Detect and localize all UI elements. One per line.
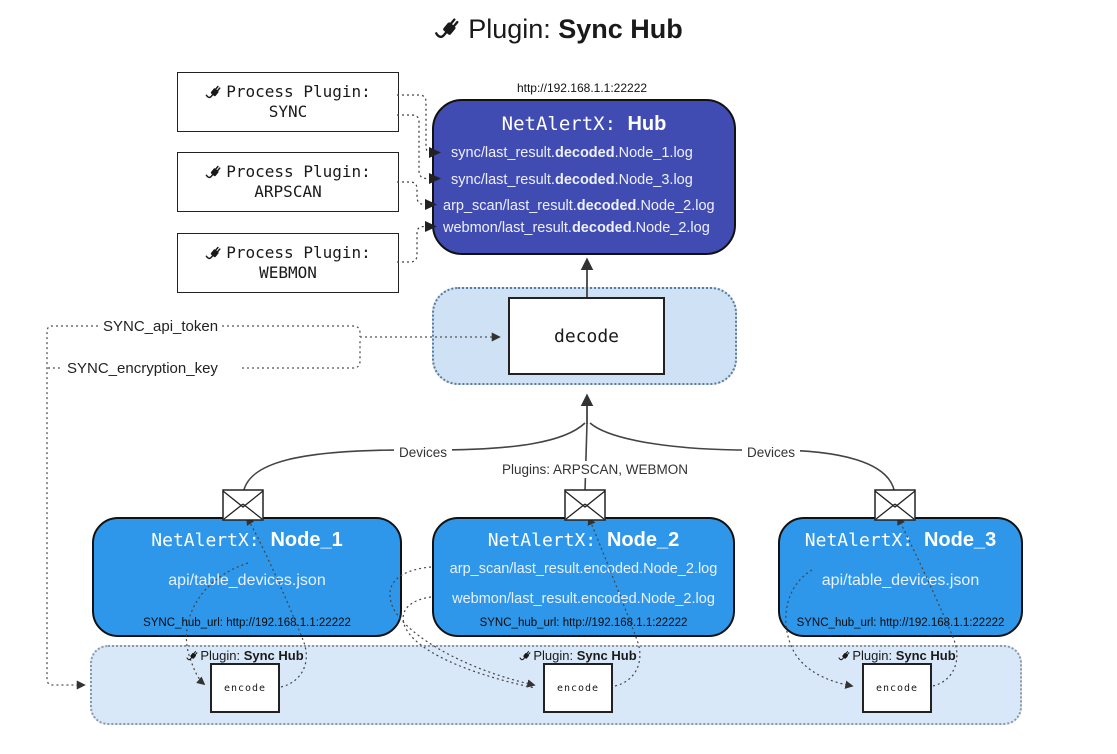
process-plugin-label: Process Plugin:	[226, 82, 371, 101]
connector-webmon-to-line4	[397, 225, 425, 263]
plug-icon	[205, 83, 224, 102]
encode-section-label: Plugin: Sync Hub	[170, 648, 320, 663]
hub-log-line: sync/last_result.decoded.Node_3.log	[451, 172, 693, 188]
encode-label-prefix: Plugin:	[533, 648, 577, 663]
node-title-name: Node_2	[606, 529, 680, 551]
encode-label-prefix: Plugin:	[200, 648, 244, 663]
process-plugin-label: Process Plugin:	[226, 243, 371, 262]
process-plugin-box-webmon: Process Plugin: WEBMON	[177, 233, 399, 293]
connector-sync-to-line2	[397, 114, 428, 180]
process-plugin-name: SYNC	[268, 102, 308, 121]
page-title: Plugin: Sync Hub	[0, 14, 1117, 45]
hub-title-prefix: NetAlertX:	[501, 113, 628, 135]
encode-box-2: encode	[543, 663, 613, 713]
decode-box: decode	[508, 297, 665, 375]
plug-icon	[205, 244, 224, 263]
connector-api-token-right	[222, 325, 361, 337]
process-plugin-box-arpscan: Process Plugin: ARPSCAN	[177, 152, 399, 212]
sync-encryption-key-label: SYNC_encryption_key	[64, 360, 221, 377]
node-1-box: NetAlertX: Node_1 api/table_devices.json…	[92, 517, 402, 637]
encode-box-1: encode	[210, 663, 280, 713]
node-title-prefix: NetAlertX:	[487, 530, 607, 551]
hub-box: NetAlertX: Hub sync/last_result.decoded.…	[432, 99, 736, 255]
connector-enc-key-right	[242, 339, 361, 369]
node-3-box: NetAlertX: Node_3 api/table_devices.json…	[778, 517, 1023, 637]
node-hub-url: SYNC_hub_url: http://192.168.1.1:22222	[796, 617, 1005, 629]
connector-key-to-encode-band	[46, 325, 98, 690]
page-title-name: Sync Hub	[558, 14, 683, 44]
edge-label-plugins: Plugins: ARPSCAN, WEBMON	[497, 461, 694, 478]
hub-title-name: Hub	[627, 113, 667, 135]
node-file-line: api/table_devices.json	[821, 572, 980, 589]
hub-url: http://192.168.1.1:22222	[516, 81, 648, 95]
hub-log-line: sync/last_result.decoded.Node_1.log	[451, 145, 693, 161]
edge-label-devices-left: Devices	[394, 444, 453, 461]
connector-arpscan-to-line3	[397, 181, 425, 206]
encode-section-label: Plugin: Sync Hub	[503, 648, 653, 663]
process-plugin-name: ARPSCAN	[254, 182, 322, 201]
node-title-name: Node_3	[923, 529, 997, 551]
plug-icon	[186, 649, 200, 663]
page-title-prefix: Plugin:	[468, 14, 559, 44]
encode-label-name: Sync Hub	[576, 648, 637, 663]
envelope-icon	[564, 489, 606, 521]
encode-box-3: encode	[862, 663, 932, 713]
node-file-line: webmon/last_result.encoded.Node_2.log	[452, 591, 715, 607]
node-hub-url: SYNC_hub_url: http://192.168.1.1:22222	[143, 617, 351, 629]
edge-label-devices-right: Devices	[742, 444, 801, 461]
plug-icon	[519, 649, 533, 663]
node-file-line: api/table_devices.json	[168, 572, 326, 589]
connector-sync-to-line1	[397, 94, 430, 154]
sync-api-token-label: SYNC_api_token	[100, 318, 222, 335]
node-title-prefix: NetAlertX:	[804, 530, 924, 551]
node-2-box: NetAlertX: Node_2 arp_scan/last_result.e…	[432, 517, 735, 637]
envelope-icon	[222, 489, 264, 521]
hub-log-line: webmon/last_result.decoded.Node_2.log	[443, 220, 710, 236]
envelope-icon	[874, 489, 916, 521]
encode-label-prefix: Plugin:	[852, 648, 896, 663]
hub-log-line: arp_scan/last_result.decoded.Node_2.log	[443, 198, 715, 214]
encode-label-name: Sync Hub	[243, 648, 304, 663]
connector-node2-plugins	[584, 422, 588, 492]
encode-label-name: Sync Hub	[895, 648, 956, 663]
plug-icon	[205, 163, 224, 182]
plug-icon	[838, 649, 852, 663]
plug-icon	[434, 14, 464, 44]
process-plugin-label: Process Plugin:	[226, 162, 371, 181]
node-file-line: arp_scan/last_result.encoded.Node_2.log	[449, 561, 718, 577]
encode-section-label: Plugin: Sync Hub	[822, 648, 972, 663]
node-title-name: Node_1	[270, 529, 343, 551]
process-plugin-name: WEBMON	[259, 263, 317, 282]
hub-title: NetAlertX: Hub	[434, 113, 734, 136]
process-plugin-box-sync: Process Plugin: SYNC	[177, 72, 399, 132]
node-hub-url: SYNC_hub_url: http://192.168.1.1:22222	[479, 617, 688, 629]
node-title-prefix: NetAlertX:	[151, 530, 271, 551]
